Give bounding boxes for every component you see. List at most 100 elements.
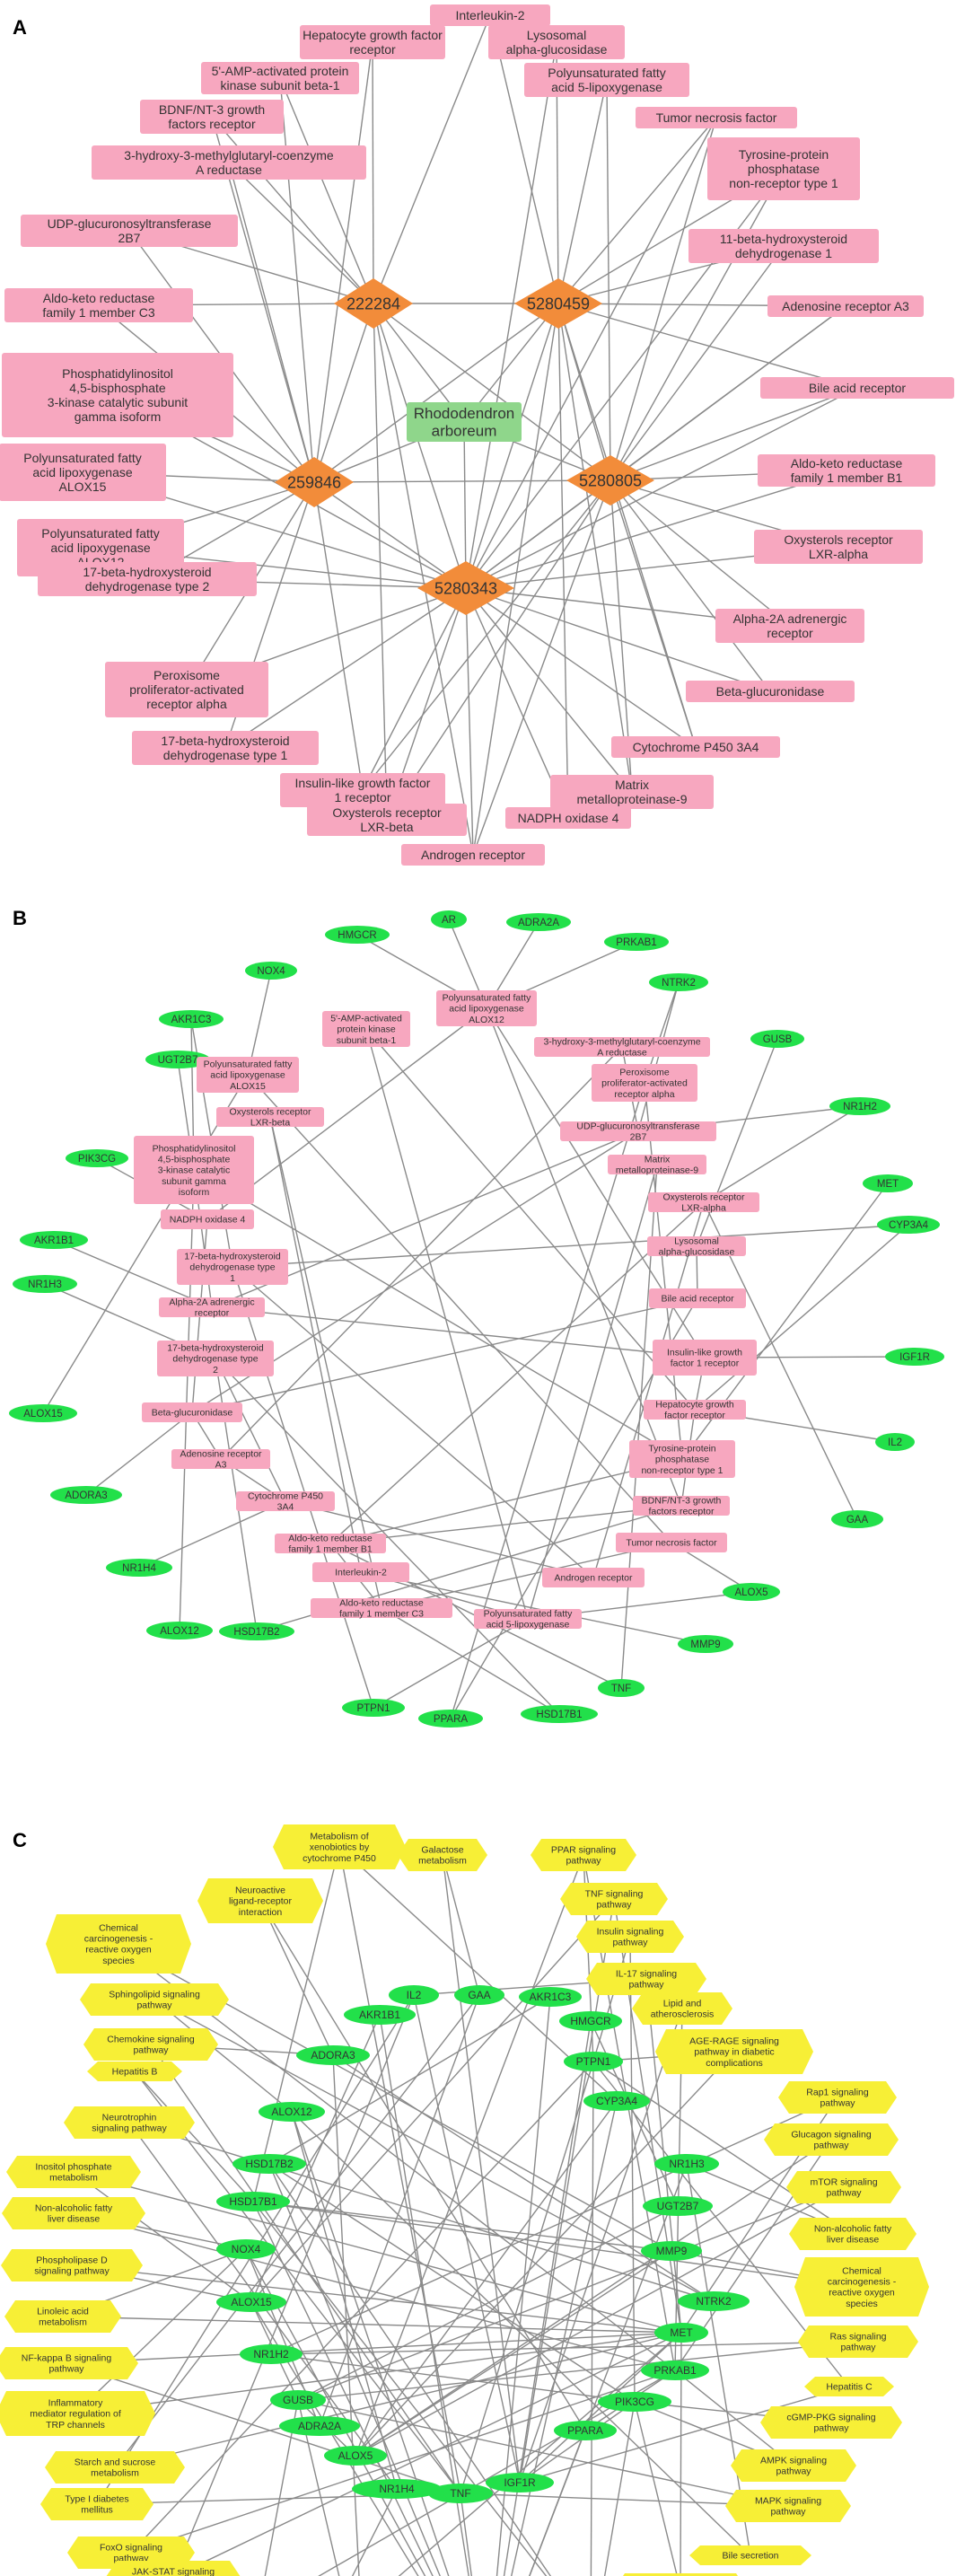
- node-ar[interactable]: AR: [431, 910, 467, 928]
- node-bile-secretion[interactable]: Bile secretion: [689, 2545, 811, 2565]
- node-ptpn1[interactable]: PTPN1: [564, 2052, 623, 2071]
- node-hsd17b1[interactable]: HSD17B1: [216, 2192, 290, 2211]
- node-il2[interactable]: IL2: [389, 1985, 439, 2005]
- node-hsd17b2[interactable]: HSD17B2: [232, 2154, 306, 2174]
- node-tumor-necrosis-factor[interactable]: Tumor necrosis factor: [636, 107, 797, 128]
- node-tnf[interactable]: TNF: [598, 1679, 645, 1697]
- node-nr1h2[interactable]: NR1H2: [829, 1097, 890, 1115]
- node-nadph-oxidase-4[interactable]: NADPH oxidase 4: [161, 1209, 254, 1229]
- node-gusb[interactable]: GUSB: [270, 2390, 326, 2410]
- node-beta-glucuronidase[interactable]: Beta-glucuronidase: [142, 1402, 242, 1422]
- node-bile-acid-receptor[interactable]: Bile acid receptor: [649, 1288, 746, 1308]
- node-met[interactable]: MET: [863, 1174, 913, 1192]
- node-interleukin-2[interactable]: Interleukin-2: [312, 1562, 409, 1582]
- node-androgen-receptor[interactable]: Androgen receptor: [542, 1568, 645, 1587]
- node-gaa[interactable]: GAA: [831, 1510, 883, 1528]
- node-androgen-receptor[interactable]: Androgen receptor: [401, 844, 545, 866]
- node-igf1r[interactable]: IGF1R: [486, 2473, 554, 2492]
- node-gusb[interactable]: GUSB: [750, 1030, 804, 1048]
- node-alox5[interactable]: ALOX5: [723, 1583, 780, 1601]
- node-nr1h3[interactable]: NR1H3: [654, 2154, 719, 2174]
- node-mmp9[interactable]: MMP9: [678, 1635, 733, 1653]
- node-il2[interactable]: IL2: [875, 1433, 915, 1451]
- node-alox12[interactable]: ALOX12: [146, 1622, 213, 1640]
- node-alox15[interactable]: ALOX15: [9, 1404, 77, 1422]
- node-ugt2b7[interactable]: UGT2B7: [145, 1051, 210, 1068]
- node-gaa[interactable]: GAA: [454, 1985, 504, 2005]
- node-prkab1[interactable]: PRKAB1: [604, 933, 669, 951]
- node-ntrk2[interactable]: NTRK2: [678, 2291, 750, 2311]
- node-nadph-oxidase-4[interactable]: NADPH oxidase 4: [505, 807, 631, 829]
- node-ntrk2[interactable]: NTRK2: [649, 973, 708, 991]
- node-cyp3a4[interactable]: CYP3A4: [583, 2091, 650, 2111]
- node-hmgcr[interactable]: HMGCR: [325, 926, 390, 944]
- node-adora3[interactable]: ADORA3: [50, 1486, 122, 1504]
- node-akr1b1[interactable]: AKR1B1: [20, 1231, 88, 1249]
- node-prkab1[interactable]: PRKAB1: [641, 2361, 709, 2380]
- node-ptpn1[interactable]: PTPN1: [342, 1699, 405, 1717]
- node-alox12[interactable]: ALOX12: [259, 2102, 325, 2122]
- node-tnf[interactable]: TNF: [428, 2484, 493, 2503]
- node-alox5[interactable]: ALOX5: [324, 2446, 387, 2466]
- node-cyp3a4[interactable]: CYP3A4: [877, 1216, 940, 1234]
- node-ugt2b7[interactable]: UGT2B7: [643, 2196, 713, 2216]
- node-hsd17b1[interactable]: HSD17B1: [521, 1705, 598, 1723]
- node-hepatitis-c[interactable]: Hepatitis C: [804, 2377, 894, 2396]
- node-nr1h3[interactable]: NR1H3: [13, 1275, 77, 1293]
- node-259846[interactable]: 259846: [275, 457, 354, 507]
- node-hepatitis-b[interactable]: Hepatitis B: [87, 2062, 182, 2081]
- node-igf1r[interactable]: IGF1R: [885, 1348, 944, 1366]
